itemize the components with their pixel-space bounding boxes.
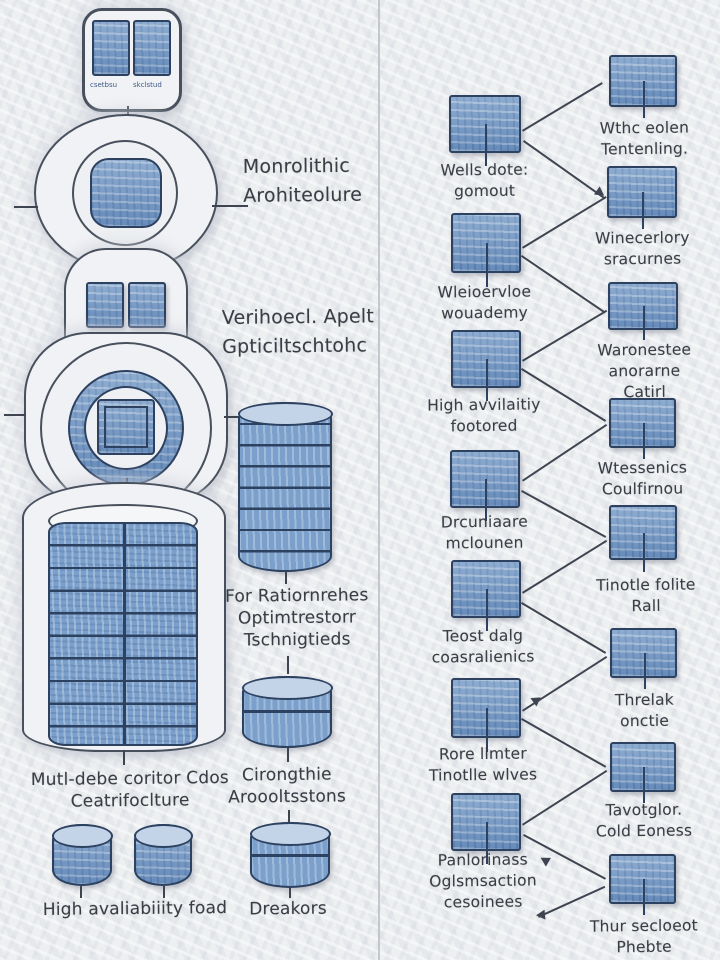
node-label: Drcuniaare mclounen (440, 512, 528, 553)
neck-module-left (86, 282, 124, 328)
connector-line (123, 750, 125, 765)
server-module-right (133, 20, 171, 76)
cirongthie-label: Cirongthie Aroooltsstons (228, 764, 347, 808)
node-label: Wtessenics Coulfirnou (597, 458, 688, 499)
node-label: Panlorinass Oglsmsaction cesoinees (429, 850, 537, 912)
database-cylinder (241, 675, 333, 748)
chain-node-box (607, 166, 677, 230)
server-caption-right: skclstud (133, 81, 162, 89)
database-center-line (123, 524, 126, 744)
node-label: Waronestee anorarne Catirl (597, 340, 692, 402)
connector-line (287, 748, 289, 762)
database-cylinder (249, 821, 331, 888)
connector-line (288, 810, 290, 822)
connector-line (212, 205, 248, 207)
cylinder-stack (237, 401, 333, 572)
high-availability-label: High avaliabiiity foad (42, 898, 228, 920)
chain-node-box (449, 95, 521, 167)
monolithic-architecture-label: Monrolithic Arohiteolure (242, 154, 363, 207)
performance-label: For Ratiornrehes Optimtrestorr Tschnigti… (224, 585, 369, 651)
connector-line (4, 414, 26, 416)
chain-node-box (610, 628, 677, 689)
node-label: Threlak onctie (614, 690, 674, 731)
chain-node-box (451, 213, 521, 287)
database-cylinder (133, 823, 193, 886)
chain-node-box (609, 854, 676, 915)
database-cylinder (51, 823, 113, 886)
chain-node-box (609, 505, 677, 573)
chain-node-box (608, 282, 678, 341)
connector-line (224, 416, 240, 418)
node-label: Tinotle folite Rall (596, 575, 696, 616)
node-label: Wthc eolen Tentenling. (599, 118, 690, 159)
connector-line (163, 886, 165, 898)
node-label: Winecerlory sracurnes (594, 228, 690, 269)
connector-line (285, 572, 287, 584)
node-label: Tavotglor. Cold Eoness (595, 800, 693, 841)
section-divider (378, 0, 380, 960)
server-module-left (92, 20, 130, 76)
node-label: Rore limter Tinotlle wlves (428, 744, 538, 785)
chain-node-box (451, 330, 521, 402)
node-label: High avvilaitiy footored (427, 395, 541, 436)
database-layer-stack (48, 522, 198, 746)
connector-line (80, 886, 82, 898)
connector-line (14, 206, 38, 208)
node-label: Wells dote: gomout (440, 160, 529, 201)
connector-line (287, 656, 289, 674)
ring-node-core (90, 158, 162, 228)
core-square (97, 399, 155, 455)
chain-node-box (609, 398, 676, 459)
node-label: Teost dalg coasralienics (431, 626, 535, 667)
chain-node-box (609, 55, 677, 119)
api-label: Verihoecl. Apelt Gpticiltschtohc (221, 305, 375, 358)
node-label: Wleioervloe wouademy (437, 282, 532, 323)
neck-module-right (128, 282, 166, 328)
dreakors-label: Dreakors (249, 898, 327, 920)
chain-node-box (451, 793, 521, 865)
node-label: Thur secloeot Phebte (589, 916, 698, 957)
multi-dc-label: Mutl-debe coritor Cdos Ceatrifoclture (30, 767, 230, 812)
chain-node-box (451, 678, 521, 752)
connector-line (289, 888, 291, 898)
chain-node-box (610, 742, 676, 803)
server-caption-left: csetbsu (90, 81, 118, 89)
chain-node-box (450, 450, 520, 522)
chain-node-box (451, 560, 521, 632)
